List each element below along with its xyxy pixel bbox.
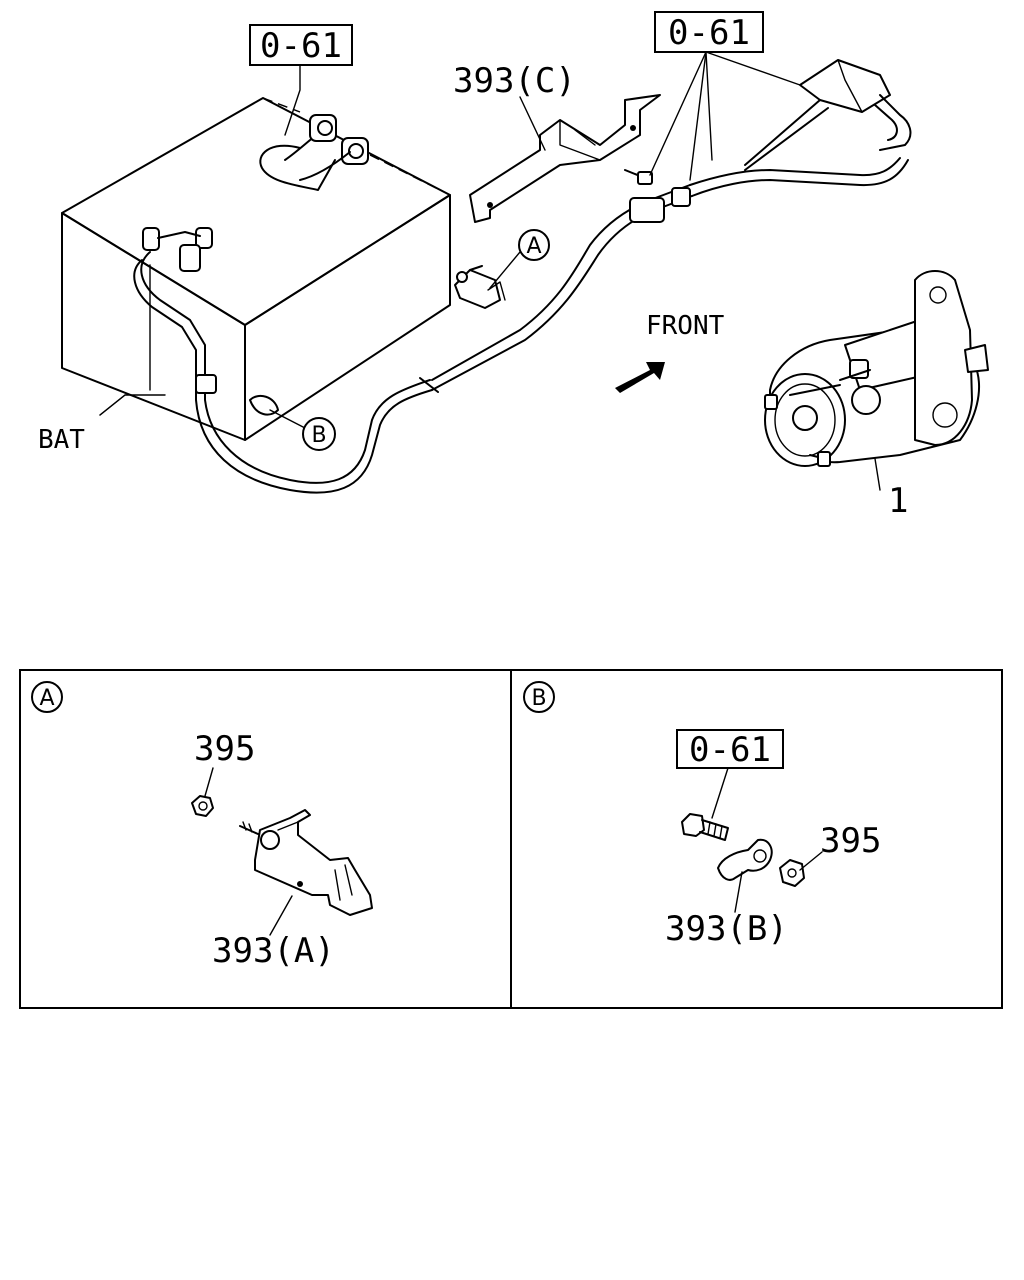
part-label-1[interactable]: 1 [888, 481, 908, 521]
connector-cable [744, 59, 912, 171]
ref-box-top-right[interactable]: 0-61 [654, 11, 764, 53]
main-cable [133, 157, 909, 494]
leader-393a [269, 895, 293, 936]
detail-a-badge: A [39, 686, 54, 711]
bat-label: BAT [38, 425, 85, 455]
detail-panel-frame [19, 669, 1003, 1009]
leader-ref-b [711, 767, 729, 819]
bracket-393b [717, 838, 773, 881]
part-label-393c[interactable]: 393(C) [453, 61, 576, 101]
leaders [99, 51, 881, 491]
battery [61, 97, 451, 441]
detail-b-panel: B 0-61 395 393(B) [523, 681, 881, 949]
leader-393b [734, 871, 743, 913]
detail-b-badge: B [531, 686, 546, 711]
nut-395-b [779, 859, 805, 887]
label-393a[interactable]: 393(A) [212, 931, 335, 971]
leader-395-b [799, 851, 823, 871]
detail-b-marker[interactable]: B [302, 417, 336, 451]
battery-cable-top [259, 114, 369, 191]
ref-label-top-right: 0-61 [668, 13, 750, 53]
bracket-a-small [454, 265, 506, 309]
label-395-a[interactable]: 395 [194, 729, 255, 769]
bracket-393a [254, 809, 373, 916]
ref-label-top-left: 0-61 [260, 26, 342, 66]
front-arrow [615, 362, 665, 393]
ref-label-detail-b: 0-61 [689, 730, 771, 770]
label-393b[interactable]: 393(B) [665, 909, 788, 949]
front-label: FRONT [646, 311, 725, 341]
label-395-b[interactable]: 395 [820, 821, 881, 861]
bracket-393c [469, 94, 661, 223]
detail-b-marker-label: B [311, 423, 326, 448]
leader-395-a [204, 767, 214, 797]
nut-395-a [191, 795, 214, 817]
ref-box-detail-b[interactable]: 0-61 [676, 729, 784, 770]
detail-a-marker[interactable]: A [518, 229, 550, 261]
detail-a-marker-label: A [526, 234, 541, 259]
bolt-b [681, 813, 729, 841]
detail-a-panel: A 395 393(A) [31, 681, 373, 971]
starter-motor [764, 270, 989, 467]
ref-box-top-left[interactable]: 0-61 [249, 24, 353, 66]
